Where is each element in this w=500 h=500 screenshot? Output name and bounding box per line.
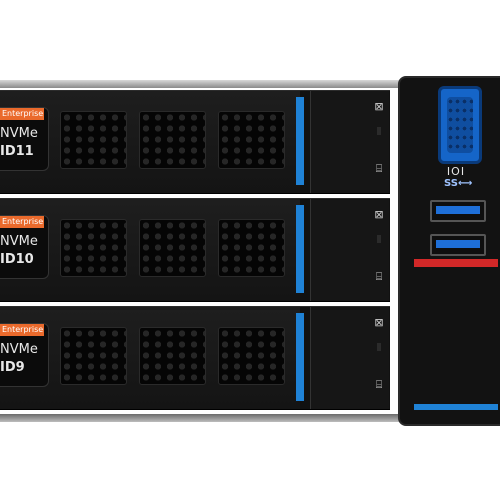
tray-handle[interactable]: ⊠ ⌸: [310, 307, 389, 409]
vent-panel: [60, 327, 127, 385]
release-latch-blue[interactable]: [296, 313, 304, 401]
drive-activity-icon: ⊠: [374, 100, 384, 113]
vga-pins: [447, 97, 473, 153]
usb-port-insert: [436, 206, 480, 214]
vent-panel: [60, 111, 127, 169]
vent-grill: [60, 111, 285, 169]
drive-status-icon: ⌸: [375, 162, 383, 175]
drive-activity-icon: ⊠: [374, 208, 384, 221]
release-latch-blue[interactable]: [296, 97, 304, 185]
drive-type: NVMe: [0, 342, 38, 357]
usb-port-insert: [436, 240, 480, 248]
vent-panel: [139, 327, 206, 385]
vent-panel: [218, 327, 285, 385]
drive-activity-icon: ⊠: [374, 316, 384, 329]
drive-type: NVMe: [0, 126, 38, 141]
usb-port-1[interactable]: [430, 200, 486, 222]
vent-grill: [60, 327, 285, 385]
drive-type: NVMe: [0, 234, 38, 249]
enterprise-tag: Enterprise: [0, 108, 44, 120]
vent-panel: [218, 111, 285, 169]
vga-port[interactable]: [438, 86, 482, 164]
tray-handle[interactable]: ⊠ ⌸: [310, 199, 389, 301]
handle-red-stripe: [414, 259, 498, 267]
status-led: [377, 343, 381, 351]
handle-blue-stripe: [414, 404, 498, 410]
drive-id: ID9: [0, 360, 25, 375]
drive-label: Enterprise NVMe ID10: [0, 215, 49, 279]
vent-grill: [60, 219, 285, 277]
enterprise-tag: Enterprise: [0, 324, 44, 336]
drive-id: ID11: [0, 144, 34, 159]
drive-bay-2[interactable]: Enterprise NVMe ID10 ⊠ ⌸: [0, 198, 390, 302]
drive-status-icon: ⌸: [375, 378, 383, 391]
vent-panel: [139, 219, 206, 277]
status-led: [377, 127, 381, 135]
drive-bay-1[interactable]: Enterprise NVMe ID11 ⊠ ⌸: [0, 90, 390, 194]
drive-label: Enterprise NVMe ID9: [0, 323, 49, 387]
vent-panel: [60, 219, 127, 277]
chassis-top-rail: [0, 80, 400, 88]
vent-panel: [218, 219, 285, 277]
release-latch-blue[interactable]: [296, 205, 304, 293]
drive-bay-3[interactable]: Enterprise NVMe ID9 ⊠ ⌸: [0, 306, 390, 410]
usb-port-2[interactable]: [430, 234, 486, 256]
enterprise-tag: Enterprise: [0, 216, 44, 228]
vga-symbol: IOI: [446, 165, 466, 178]
drive-label: Enterprise NVMe ID11: [0, 107, 49, 171]
drive-id: ID10: [0, 252, 34, 267]
status-led: [377, 235, 381, 243]
tray-handle[interactable]: ⊠ ⌸: [310, 91, 389, 193]
chassis-bottom-rail: [0, 414, 400, 422]
vent-panel: [139, 111, 206, 169]
usb-superspeed-icon: SS⟷: [444, 178, 473, 189]
drive-status-icon: ⌸: [375, 270, 383, 283]
